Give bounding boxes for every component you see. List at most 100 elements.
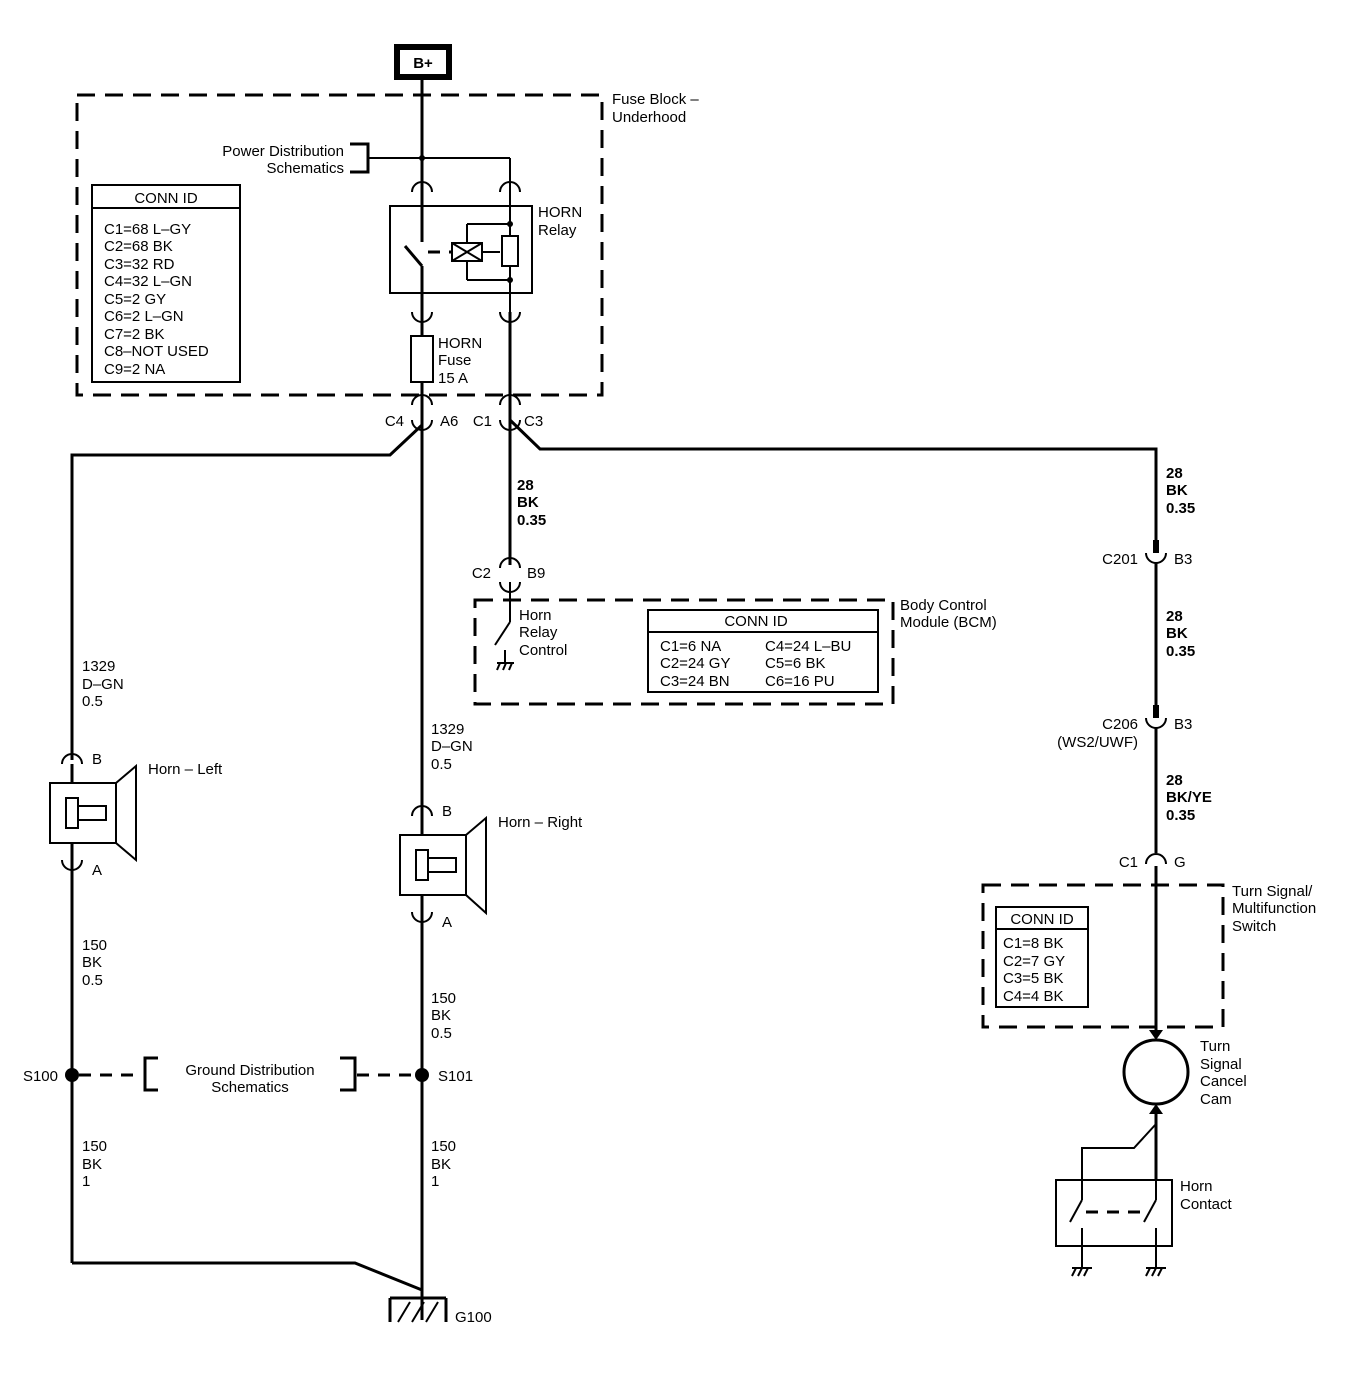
pin-c1: C1 — [473, 413, 492, 430]
fuse-conn-item: C3=32 RD — [104, 256, 175, 273]
fuse-conn-item: C6=2 L–GN — [104, 308, 184, 325]
fuse-block-underhood: Fuse Block – Underhood Power Distributio… — [75, 80, 699, 405]
turn-conn-item: C1=8 BK — [1003, 935, 1063, 952]
bcm-control-label-1: Horn — [519, 607, 552, 624]
turn-conn-item: C4=4 BK — [1003, 988, 1063, 1005]
turn-switch-conn-table: CONN ID C1=8 BK C2=7 GY C3=5 BK C4=4 BK — [995, 906, 1089, 1008]
wire-label: 0.35 — [1166, 807, 1195, 824]
bcm-conn-item: C5=6 BK — [765, 655, 825, 672]
horn-right-pin-a: A — [442, 914, 452, 931]
fuse-label-2: Fuse — [438, 352, 471, 369]
relay-label-2: Relay — [538, 222, 577, 239]
fuse-label-3: 15 A — [438, 370, 468, 387]
horn-left-label: Horn – Left — [148, 761, 223, 778]
wire-label: 150 — [82, 1138, 107, 1155]
fuse-conn-item: C2=68 BK — [104, 238, 173, 255]
wire-label: 28 — [517, 477, 534, 494]
fuse-block-title-2: Underhood — [612, 109, 686, 126]
bcm-pin-c2: C2 — [472, 565, 491, 582]
wire-label: 1329 — [431, 721, 464, 738]
wire-label: 150 — [82, 937, 107, 954]
power-dist-label-1: Power Distribution — [222, 143, 344, 160]
turn-conn-item: C2=7 GY — [1003, 953, 1065, 970]
bcm-conn-title: CONN ID — [724, 613, 788, 630]
ground-dist-label-2: Schematics — [211, 1079, 289, 1096]
bcm-conn-item: C3=24 BN — [660, 673, 730, 690]
connector-c206-pin: B3 — [1174, 716, 1192, 733]
bcm-pin-b9: B9 — [527, 565, 545, 582]
wire-label: 150 — [431, 990, 456, 1007]
horn-right-pin-b: B — [442, 803, 452, 820]
switch-feed-wire — [508, 418, 1158, 545]
wire-label: 0.35 — [517, 512, 546, 529]
fuse-conn-item: C1=68 L–GY — [104, 221, 191, 238]
wire-label: BK — [82, 1156, 102, 1173]
bcm-title-2: Module (BCM) — [900, 614, 997, 631]
wire-label: 0.5 — [82, 693, 103, 710]
ground-g100-label: G100 — [455, 1309, 492, 1326]
turn-signal-multifunction-switch: Turn Signal/ Multifunction Switch CONN I… — [981, 883, 1316, 1029]
wire-label: 0.5 — [431, 756, 452, 773]
horn-contact-label-2: Contact — [1180, 1196, 1233, 1213]
splice-s101-label: S101 — [438, 1068, 473, 1085]
bcm-title-1: Body Control — [900, 597, 987, 614]
fuse-block-title-1: Fuse Block – — [612, 91, 699, 108]
wire-label: 1 — [82, 1173, 90, 1190]
switch-connector-pin: G — [1174, 854, 1186, 871]
wire-label: 28 — [1166, 608, 1183, 625]
turn-switch-title-2: Multifunction — [1232, 900, 1316, 917]
fuse-conn-item: C4=32 L–GN — [104, 273, 192, 290]
connector-c201-pin: B3 — [1174, 551, 1192, 568]
bcm-conn-table: CONN ID C1=6 NA C2=24 GY C3=24 BN C4=24 … — [647, 609, 879, 693]
wire-label: 1329 — [82, 658, 115, 675]
wire-label: BK — [1166, 482, 1188, 499]
battery-terminal: B+ — [394, 44, 452, 80]
horn-left-pin-a: A — [92, 862, 102, 879]
horn-contact-label-1: Horn — [1180, 1178, 1213, 1195]
wire-label: BK/YE — [1166, 789, 1212, 806]
wire-label: BK — [431, 1007, 451, 1024]
bcm-conn-item: C2=24 GY — [660, 655, 730, 672]
wire-label: 28 — [1166, 772, 1183, 789]
wire-label: BK — [431, 1156, 451, 1173]
fuse-conn-item: C9=2 NA — [104, 361, 165, 378]
ground-distribution: Ground Distribution Schematics S100 S101 — [23, 1056, 473, 1096]
connector-c206: C206 — [1102, 716, 1138, 733]
horn-right-label: Horn – Right — [498, 814, 583, 831]
connector-c206-sub: (WS2/UWF) — [1057, 734, 1138, 751]
splice-s101 — [415, 1068, 429, 1082]
fuse-conn-item: C8–NOT USED — [104, 343, 209, 360]
pin-c3: C3 — [524, 413, 543, 430]
horn-left-pin-b: B — [92, 751, 102, 768]
wire-label: D–GN — [82, 676, 124, 693]
fuse-conn-title: CONN ID — [134, 190, 198, 207]
horn-contact-switch-left — [1069, 1199, 1083, 1223]
wire-label: 1 — [431, 1173, 439, 1190]
horn-right: B A Horn – Right — [399, 803, 583, 931]
body-control-module: Body Control Module (BCM) Horn Relay Con… — [473, 582, 997, 706]
wire-label: D–GN — [431, 738, 473, 755]
fuse-block-boundary — [75, 93, 604, 397]
connector-c201: C201 — [1102, 551, 1138, 568]
wire-label: 0.5 — [82, 972, 103, 989]
turn-switch-title-1: Turn Signal/ — [1232, 883, 1313, 900]
horn-relay — [389, 205, 533, 294]
left-horn-feed-wire — [70, 423, 424, 760]
relay-label-1: HORN — [538, 204, 582, 221]
wire-label: BK — [82, 954, 102, 971]
cam-label-2: Signal — [1200, 1056, 1242, 1073]
horn-fuse — [410, 335, 434, 383]
splice-s100 — [65, 1068, 79, 1082]
bcm-conn-item: C1=6 NA — [660, 638, 721, 655]
horn-contact: Horn Contact — [1055, 1114, 1233, 1277]
turn-switch-title-3: Switch — [1232, 918, 1276, 935]
wire-label: 150 — [431, 1138, 456, 1155]
wire-label: 0.5 — [431, 1025, 452, 1042]
wire-label: 0.35 — [1166, 643, 1195, 660]
battery-label: B+ — [413, 55, 433, 72]
turn-conn-item: C3=5 BK — [1003, 970, 1063, 987]
horn-contact-switch-right — [1143, 1199, 1157, 1223]
bcm-conn-item: C4=24 L–BU — [765, 638, 851, 655]
ground-g100: G100 — [72, 1261, 492, 1326]
